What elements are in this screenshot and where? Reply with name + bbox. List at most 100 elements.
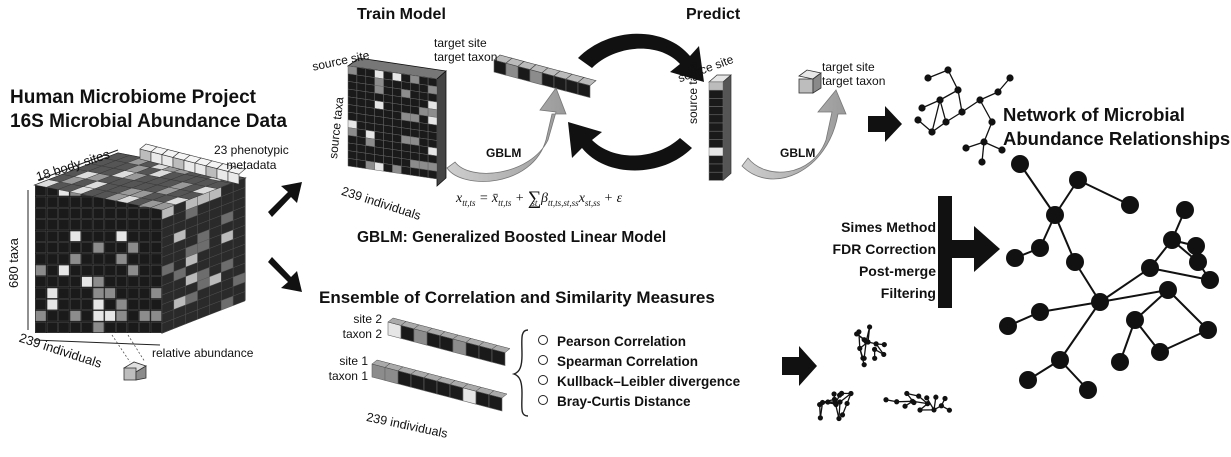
merge-steps: Simes Method FDR Correction Post-merge F… [816, 216, 936, 304]
network-node [848, 390, 854, 397]
network-node [924, 401, 931, 407]
column-cell [708, 81, 724, 91]
cube-cell [81, 219, 93, 231]
cube-cell [81, 287, 93, 299]
network-node [917, 407, 923, 413]
cube-cell [116, 208, 127, 219]
ensemble-networks [817, 324, 953, 422]
network-node [933, 394, 939, 400]
network-edge [1099, 289, 1169, 303]
cube-cell [70, 299, 81, 310]
predict-target-label: target site target taxon [822, 60, 885, 88]
cube-cell [46, 230, 58, 242]
cube-cell [58, 265, 70, 276]
cube-cell [127, 230, 139, 242]
network-node [867, 324, 873, 330]
cube-cell [139, 253, 151, 265]
matrix-cell [392, 164, 402, 175]
cube-cell [104, 208, 116, 219]
column-cell [708, 147, 724, 157]
cube-cell [46, 310, 58, 322]
matrix-cell [383, 163, 393, 173]
merge-arrow [938, 196, 1000, 308]
cube-cell [139, 287, 151, 299]
ensemble-site2-label: site 2 taxon 2 [334, 312, 382, 342]
cube-cell [35, 287, 47, 299]
network-edge [1077, 179, 1131, 206]
data-cube [33, 152, 247, 334]
column-cell [708, 171, 724, 181]
network-node [988, 118, 996, 126]
network-node [924, 395, 930, 401]
target-cell [577, 77, 597, 86]
cube-cell [139, 230, 151, 242]
cube-cell [35, 310, 47, 322]
ensemble-site2-taxon: taxon 2 [342, 327, 382, 341]
column-side [722, 74, 732, 182]
cube-cell [70, 265, 81, 276]
cube-cell [127, 276, 139, 288]
cube-cell [58, 299, 70, 310]
cube-cell [70, 310, 81, 322]
cube-cell [35, 253, 47, 265]
network-edge [1099, 267, 1151, 303]
network-edge [931, 99, 941, 133]
cube-cell [35, 276, 47, 288]
network-node [976, 96, 984, 104]
cycle-arrows [568, 33, 704, 171]
metadata-label-line2: metadata [226, 158, 277, 172]
predict-target-site-label: target site [822, 60, 875, 74]
merge-step-filter: Post-merge Filtering [858, 263, 936, 301]
network-node [871, 346, 878, 352]
column-cell [708, 106, 724, 116]
cube-cell [93, 242, 104, 253]
predict-gblm-tag: GBLM [780, 146, 816, 160]
network-node [994, 88, 1002, 96]
cube-cell [150, 287, 162, 299]
column-cell [708, 139, 724, 148]
cube-cell [70, 230, 81, 242]
cube-cell [35, 322, 47, 333]
train-gblm-arrow [446, 87, 567, 182]
network-node [999, 317, 1017, 335]
cube-cell [46, 208, 58, 219]
train-source-matrix [346, 57, 447, 187]
cube-cell [127, 242, 139, 253]
relative-abundance-label: relative abundance [152, 346, 254, 360]
cube-cell [232, 291, 246, 306]
network-node [861, 355, 867, 361]
network-node [1091, 293, 1109, 311]
cube-cell [58, 253, 70, 265]
network-node [1176, 201, 1194, 219]
cube-cell [104, 242, 116, 253]
cube-cell [81, 265, 93, 276]
network-node [894, 399, 900, 405]
cube-cell [127, 265, 139, 276]
cube-cell [150, 253, 162, 265]
cube-cell [35, 230, 47, 242]
network-node [980, 138, 988, 146]
network-node [1189, 253, 1207, 271]
cube-cell [139, 219, 151, 231]
cube-cell [139, 322, 151, 333]
network-node [817, 401, 823, 408]
predict-source-column [708, 74, 732, 182]
network-node [946, 407, 953, 413]
matrix-cell [418, 168, 429, 178]
cube-cell [150, 208, 162, 219]
circle-bullet-icon [538, 355, 548, 365]
cube-cell [127, 208, 139, 219]
cube-cell [58, 219, 70, 231]
network-node [836, 415, 842, 422]
column-cell [708, 89, 724, 99]
network-edge [961, 99, 981, 113]
cube-cell [116, 253, 127, 265]
cube-cell [70, 253, 81, 265]
cube-cell [104, 219, 116, 231]
cube-cell [81, 299, 93, 310]
network-edge [838, 401, 841, 419]
cube-cell [46, 265, 58, 276]
network-node [1141, 259, 1159, 277]
network-node [1159, 281, 1177, 299]
